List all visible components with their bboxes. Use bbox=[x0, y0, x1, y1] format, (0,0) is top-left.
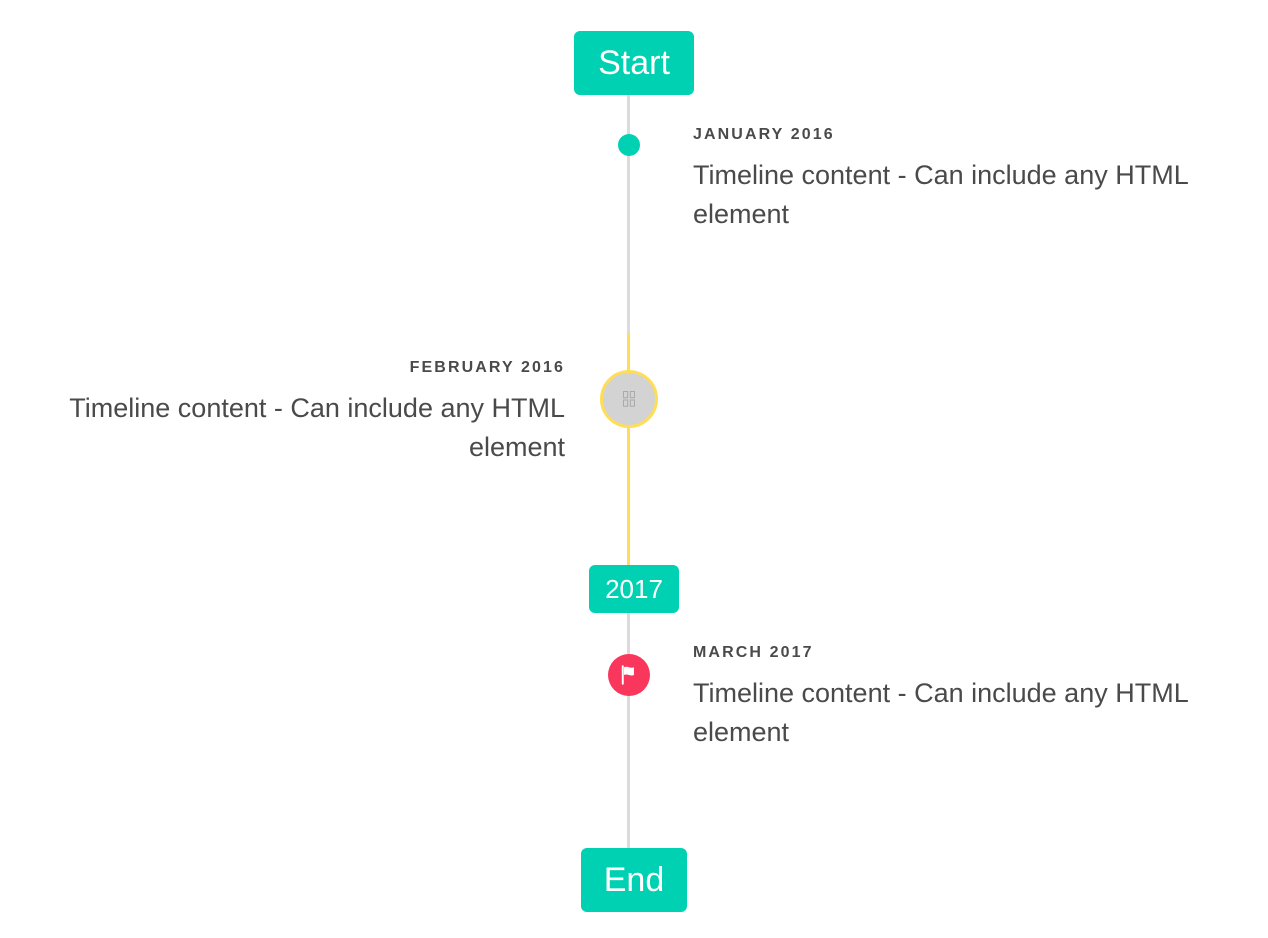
timeline-marker-icon[interactable] bbox=[608, 654, 650, 696]
timeline-rail-segment-top bbox=[627, 95, 630, 333]
timeline-year-divider[interactable]: 2017 bbox=[589, 565, 679, 613]
timeline-rail-segment-bottom bbox=[627, 613, 630, 852]
timeline-year-label: 2017 bbox=[605, 574, 663, 604]
timeline-item-heading: MARCH 2017 bbox=[693, 644, 814, 661]
flag-icon bbox=[621, 665, 634, 685]
timeline-item-content: JANUARY 2016 Timeline content - Can incl… bbox=[693, 125, 1218, 233]
timeline-item-heading: FEBRUARY 2016 bbox=[409, 359, 565, 376]
timeline-rail-segment-active bbox=[627, 333, 630, 565]
timeline-item-body: Timeline content - Can include any HTML … bbox=[69, 393, 565, 462]
timeline-footer-badge[interactable]: End bbox=[581, 848, 687, 912]
timeline-item-content: FEBRUARY 2016 Timeline content - Can inc… bbox=[40, 358, 565, 466]
timeline-item-heading: JANUARY 2016 bbox=[693, 126, 835, 143]
timeline-marker-image[interactable] bbox=[600, 370, 658, 428]
timeline-item-body: Timeline content - Can include any HTML … bbox=[693, 678, 1188, 747]
timeline-footer-label: End bbox=[603, 861, 665, 899]
timeline-item-content: MARCH 2017 Timeline content - Can includ… bbox=[693, 643, 1218, 751]
missing-glyph-icon bbox=[622, 391, 635, 407]
timeline-header-badge[interactable]: Start bbox=[574, 31, 694, 95]
timeline-item-body: Timeline content - Can include any HTML … bbox=[693, 160, 1188, 229]
timeline-marker-dot[interactable] bbox=[618, 134, 640, 156]
timeline-header-label: Start bbox=[598, 44, 670, 82]
